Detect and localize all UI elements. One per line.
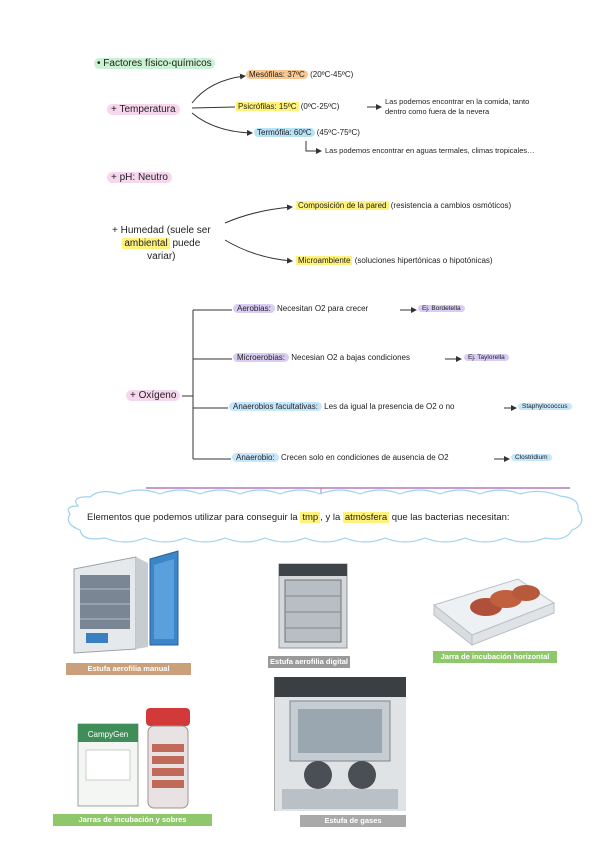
aerobias-term: Aerobias:	[233, 304, 275, 313]
jarras-sobres-image: CampyGen	[74, 704, 198, 812]
anaerobio-term: Anaerobio:	[232, 453, 279, 462]
ph-label: + pH: Neutro	[107, 172, 172, 183]
cloud-text: Elementos que podemos utilizar para cons…	[87, 512, 510, 523]
estufa-de-gases-caption: Estufa de gases	[300, 815, 406, 827]
mesofilas-range: (20ºC-45ºC)	[310, 70, 354, 79]
estufa-de-gases-image	[274, 677, 406, 811]
wall-item: Composición de la pared (resistencia a c…	[296, 201, 511, 210]
anaerobio-desc: Crecen solo en condiciones de ausencia d…	[280, 453, 449, 462]
termofila-item: Termófila: 60ºC (45ºC-75ºC)	[254, 128, 360, 137]
sachet-brand-text: CampyGen	[88, 730, 128, 739]
estufa-aerofilia-digital-image	[271, 560, 356, 652]
termofila-note: Las podemos encontrar en aguas termales,…	[325, 146, 535, 155]
anaerobios-facultativas-desc: Les da igual la presencia de O2 o no	[324, 402, 455, 411]
jarra-horizontal-image	[428, 569, 558, 649]
oxygen-label: + Oxígeno	[126, 390, 181, 401]
mesofilas-item: Mesófilas: 37ºC (20ºC-45ºC)	[246, 70, 353, 79]
microerobias-example: Ej. Taylorella	[464, 354, 509, 361]
microerobias-item: Microerobias: Necesian O2 a bajas condic…	[233, 353, 410, 362]
factors-header: • Factores físico-químicos	[94, 58, 215, 69]
jarra-horizontal-caption: Jarra de incubación horizontal	[433, 651, 557, 663]
microerobias-term: Microerobias:	[233, 353, 290, 362]
microambiente-desc: (soluciones hipertónicas o hipotónicas)	[354, 256, 493, 265]
microerobias-desc: Necesian O2 a bajas condiciones	[291, 353, 410, 362]
estufa-aerofilia-manual-caption: Estufa aerofilia manual	[66, 663, 191, 675]
psicrofilas-item: Psicrófilas: 15ºC (0ºC-25ºC)	[236, 102, 339, 111]
termofila-range: (45ºC-75ºC)	[316, 128, 360, 137]
estufa-aerofilia-digital-caption: Estufa aerofilia digital	[268, 656, 350, 668]
aerobias-desc: Necesitan O2 para crecer	[277, 304, 369, 313]
humidity-label: + Humedad (suele ser ambiental puede var…	[112, 225, 211, 262]
cloud-shape	[67, 489, 583, 543]
mesofilas-term: Mesófilas: 37ºC	[246, 70, 308, 79]
psicrofilas-term: Psicrófilas: 15ºC	[236, 102, 299, 111]
psicrofilas-note: Las podemos encontrar en la comida, tant…	[385, 97, 530, 116]
anaerobios-facultativas-example: Staphylococcus	[518, 403, 572, 410]
psicrofilas-range: (0ºC-25ºC)	[300, 102, 340, 111]
anaerobio-example: Clostridium	[511, 454, 552, 461]
termofila-term: Termófila: 60ºC	[254, 128, 315, 137]
anaerobio-item: Anaerobio: Crecen solo en condiciones de…	[232, 453, 449, 462]
wall-term: Composición de la pared	[296, 201, 389, 210]
microambiente-item: Microambiente (soluciones hipertónicas o…	[296, 256, 493, 265]
estufa-aerofilia-manual-image	[66, 549, 191, 661]
anaerobios-facultativas-item: Anaerobios facultativas: Les da igual la…	[229, 402, 454, 411]
wall-desc: (resistencia a cambios osmóticos)	[390, 201, 512, 210]
anaerobios-facultativas-term: Anaerobios facultativas:	[229, 402, 322, 411]
microambiente-term: Microambiente	[296, 256, 353, 265]
aerobias-example: Ej. Bordetella	[418, 305, 465, 312]
jarras-sobres-caption: Jarras de incubación y sobres	[53, 814, 212, 826]
temperature-label: + Temperatura	[107, 104, 180, 115]
aerobias-item: Aerobias: Necesitan O2 para crecer	[233, 304, 368, 313]
